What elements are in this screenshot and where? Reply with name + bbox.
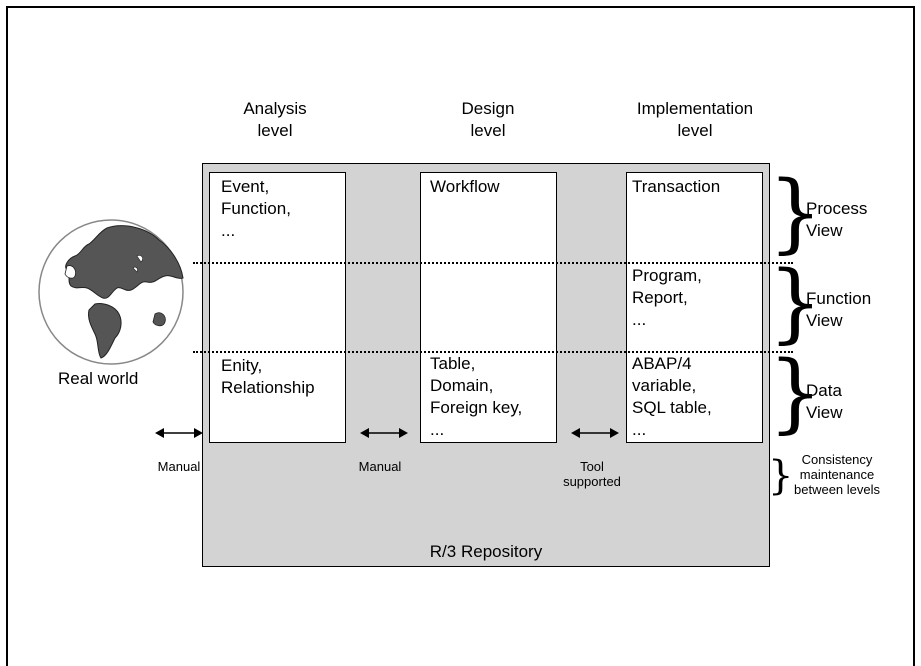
function-data-divider	[193, 351, 793, 353]
diagram-frame	[6, 6, 915, 666]
data-view-label: Data View	[806, 381, 843, 422]
repository-label: R/3 Repository	[429, 542, 543, 561]
tool-supported-label: Tool supported	[563, 459, 621, 489]
manual-arrow-1-icon	[155, 428, 203, 438]
consistency-brace: }	[768, 453, 794, 499]
design-column	[420, 172, 557, 443]
analysis-column	[209, 172, 346, 443]
process-function-divider	[193, 262, 793, 264]
manual-label-1: Manual	[157, 459, 201, 474]
function-view-label: Function View	[806, 289, 872, 330]
consistency-label: Consistency maintenance between levels	[794, 452, 880, 497]
process-view-brace: }	[768, 163, 823, 263]
design-data-text: Table, Domain, Foreign key, ...	[430, 354, 523, 439]
process-view-label: Process View	[806, 199, 868, 240]
data-view-brace: }	[768, 343, 823, 443]
manual-arrow-2-icon	[360, 428, 408, 438]
tool-arrow-icon	[571, 428, 619, 438]
implementation-function-text: Program, Report, ...	[632, 266, 702, 329]
implementation-process-text: Transaction	[632, 177, 721, 196]
real-world-label: Real world	[58, 369, 139, 388]
analysis-data-text: Enity, Relationship	[221, 356, 315, 397]
implementation-level-heading: Implementation level	[636, 99, 754, 140]
analysis-level-heading: Analysis level	[243, 99, 307, 140]
implementation-data-text: ABAP/4 variable, SQL table, ...	[632, 354, 712, 439]
analysis-process-text: Event, Function, ...	[221, 177, 291, 240]
implementation-column	[626, 172, 763, 443]
globe-icon	[38, 219, 184, 365]
function-view-brace: }	[768, 253, 823, 353]
design-process-text: Workflow	[430, 177, 500, 196]
manual-label-2: Manual	[358, 459, 402, 474]
design-level-heading: Design level	[461, 99, 515, 140]
